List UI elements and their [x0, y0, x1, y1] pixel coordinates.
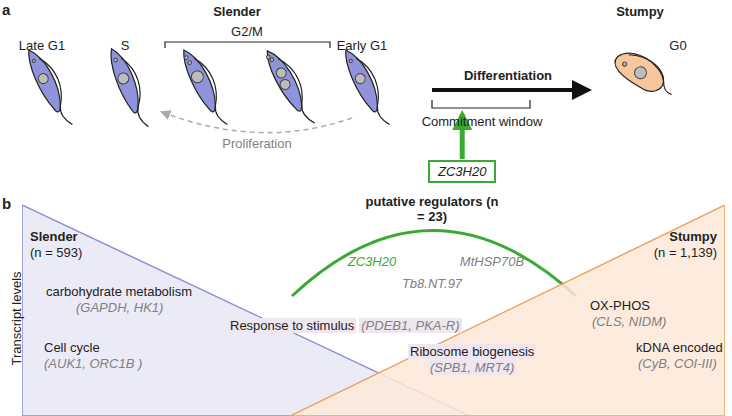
gene-name: MtHSP70B [460, 254, 524, 269]
proliferation-arrow [162, 112, 352, 133]
window-bracket [432, 100, 530, 108]
group-heading: Slender [30, 229, 78, 244]
phase-label: Late G1 [19, 38, 65, 53]
phase-label: G2/M [231, 24, 263, 39]
phase-bracket [165, 42, 330, 48]
slender-cell [106, 44, 155, 132]
gene-list: (GAPDH, HK1) [76, 300, 163, 315]
gene-name: Tb8.NT.97 [402, 276, 462, 291]
term-label: Ribosome biogenesis [408, 344, 536, 359]
gene-name: ZC3H20 [438, 164, 486, 179]
group-heading: Stumpy [669, 229, 717, 244]
slender-cell [23, 44, 78, 131]
group-count: (n = 593) [30, 245, 82, 260]
slender-cell [178, 44, 233, 131]
phase-label: Early G1 [337, 38, 388, 53]
gene-name: ZC3H20 [348, 254, 396, 269]
gene-list: (SPB1, MRT4) [428, 360, 516, 375]
gene-list: (AUK1, ORC1B ) [44, 356, 142, 371]
panel-letter: b [2, 196, 11, 211]
term-label: Response to stimulus [228, 318, 356, 333]
triangle-shape [290, 205, 725, 416]
regulator-arc [292, 231, 576, 297]
group-count: (n = 1,139) [654, 245, 717, 260]
window-label: Commitment window [422, 114, 543, 129]
term-label: carbohydrate metabolism [46, 284, 192, 299]
slender-cell [340, 44, 395, 131]
stumpy-cell [610, 44, 680, 105]
group-heading: putative regulators (n = 23) [362, 194, 502, 224]
stage-title: Stumpy [616, 4, 664, 19]
phase-label: S [121, 38, 130, 53]
term-label: kDNA encoded [636, 340, 723, 355]
process-label: Differentiation [464, 68, 552, 83]
gene-list: (CLS, NIDM) [592, 314, 666, 329]
axis-label: Transcript levels [9, 271, 24, 365]
stage-title: Slender [213, 4, 261, 19]
process-label: Proliferation [222, 136, 291, 151]
gene-list: (PDEB1, PKA-R) [359, 318, 461, 333]
slender-cell [262, 44, 320, 130]
term-label: Cell cycle [44, 340, 100, 355]
term-label: OX-PHOS [590, 298, 650, 313]
regulator-box: ZC3H20 [428, 160, 496, 183]
gene-list: (CyB, COI-III) [638, 356, 717, 371]
differentiation-arrow [432, 88, 588, 92]
panel-letter: a [2, 2, 10, 17]
stumpy-triangle: Stumpy(n = 1,139) [290, 205, 725, 416]
phase-label: G0 [669, 38, 686, 53]
